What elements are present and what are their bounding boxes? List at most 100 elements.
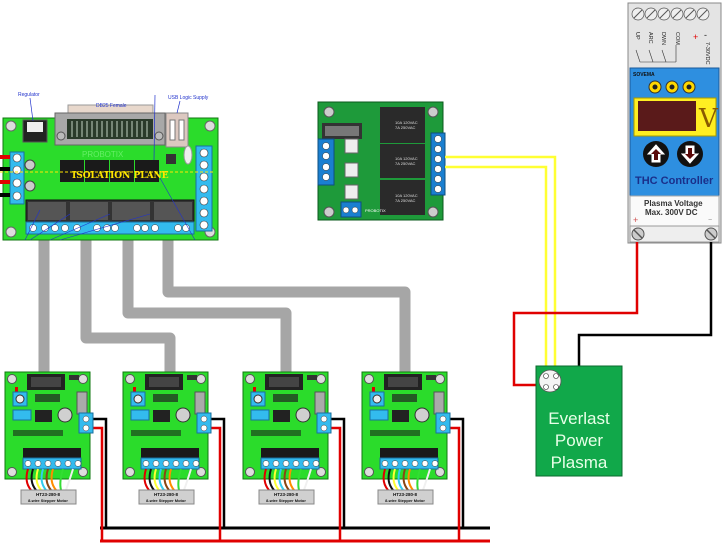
motor-model: HT23-280-8 bbox=[274, 492, 299, 497]
motor-description: 8-wire Stepper Motor bbox=[385, 498, 425, 503]
motor-wires bbox=[263, 468, 312, 491]
breakout-brand: PROBOTIX bbox=[82, 150, 124, 159]
motor-wire bbox=[45, 468, 52, 491]
motor-wire bbox=[382, 468, 389, 491]
motor-wire bbox=[283, 468, 290, 491]
usb-connector bbox=[165, 112, 189, 148]
relay-2: 10A 120VAC 7A 250VAC bbox=[380, 144, 425, 178]
motor-wire bbox=[263, 468, 270, 491]
stepper-driver-3: HT23-280-88-wire Stepper Motor bbox=[242, 371, 346, 541]
motor-wires bbox=[143, 468, 192, 491]
motor-wire bbox=[59, 468, 64, 491]
svg-text:ARC: ARC bbox=[647, 32, 653, 44]
motor-wires bbox=[25, 468, 74, 491]
regulator-label: Regulator bbox=[18, 92, 40, 98]
motor-label-box bbox=[20, 489, 77, 505]
relay-3: 10A 120VAC 7A 250VAC bbox=[380, 180, 425, 215]
driver-black-wire bbox=[331, 417, 346, 528]
driver-power-terminal bbox=[196, 412, 212, 434]
thc-brand: SOVEMA bbox=[633, 72, 655, 78]
motor-wire bbox=[422, 468, 431, 491]
motor-model: HT23-280-8 bbox=[36, 492, 61, 497]
driver-capacitor bbox=[414, 407, 430, 423]
plasma-label-line2: Power bbox=[555, 431, 604, 450]
red-sense-wire bbox=[512, 242, 639, 387]
motor-wire bbox=[288, 468, 295, 491]
motor-description: 8-wire Stepper Motor bbox=[146, 498, 186, 503]
motor-wire bbox=[30, 468, 37, 491]
svg-text:7A 250VAC: 7A 250VAC bbox=[395, 161, 415, 166]
plasma-label-line3: Plasma bbox=[551, 453, 608, 472]
motor-wire bbox=[177, 468, 182, 491]
plasma-label-line1: Everlast bbox=[548, 409, 610, 428]
thc-title: THC Controller bbox=[635, 175, 714, 187]
motor-wire bbox=[416, 468, 421, 491]
motor-label-box bbox=[377, 489, 434, 505]
stepper-driver-2: HT23-280-88-wire Stepper Motor bbox=[122, 371, 226, 541]
driver-dip-switch[interactable] bbox=[130, 409, 150, 421]
driver-capacitor bbox=[57, 407, 73, 423]
voltage-sense-wires bbox=[512, 242, 713, 389]
motor-wire bbox=[278, 468, 285, 491]
motor-wire bbox=[387, 468, 394, 491]
cable-driver-4 bbox=[162, 199, 411, 378]
thc-up-button[interactable] bbox=[643, 141, 669, 167]
svg-text:+: + bbox=[693, 32, 698, 42]
svg-text:DWN: DWN bbox=[660, 32, 666, 45]
driver-motor-terminal bbox=[22, 457, 82, 470]
relay-board: 10A 120VAC 7A 250VAC 10A 120VAC 7A 250VA… bbox=[317, 101, 446, 221]
svg-text:COM: COM bbox=[674, 32, 680, 45]
thc-unit: V bbox=[698, 104, 719, 134]
driver-dip-switch[interactable] bbox=[12, 409, 32, 421]
arc-ok-wires bbox=[445, 155, 557, 373]
driver-dip-switch[interactable] bbox=[250, 409, 270, 421]
motor-label-box bbox=[258, 489, 315, 505]
thc-voltage-line1: Plasma Voltage bbox=[644, 199, 703, 208]
power-bus bbox=[100, 526, 490, 543]
thc-down-button[interactable] bbox=[677, 141, 703, 167]
svg-text:7-30VDC: 7-30VDC bbox=[704, 42, 710, 65]
motor-wire bbox=[407, 468, 414, 491]
svg-text:10A 120VAC: 10A 120VAC bbox=[395, 120, 418, 125]
motor-wire bbox=[168, 468, 175, 491]
driver-black-wire bbox=[211, 417, 226, 528]
power-terminal-block bbox=[9, 151, 25, 205]
driver-power-terminal bbox=[78, 412, 94, 434]
motor-wire bbox=[143, 468, 150, 491]
cable-driver-3 bbox=[122, 199, 292, 378]
usb-label: USB Logic Supply bbox=[168, 95, 209, 101]
stepper-drivers: HT23-280-88-wire Stepper MotorHT23-280-8… bbox=[4, 371, 465, 541]
driver-chip bbox=[23, 448, 81, 458]
driver-red-wire bbox=[93, 426, 104, 541]
svg-text:10A 120VAC: 10A 120VAC bbox=[395, 156, 418, 161]
svg-text:-: - bbox=[704, 30, 707, 40]
cable-driver-2 bbox=[80, 199, 176, 378]
motor-wire bbox=[153, 468, 160, 491]
db25-label: DB25 Female bbox=[96, 103, 127, 109]
motor-wire bbox=[163, 468, 170, 491]
motor-model: HT23-280-8 bbox=[154, 492, 179, 497]
driver-black-wire bbox=[93, 417, 108, 528]
arrow-up-icon bbox=[651, 149, 661, 160]
driver-motor-terminal bbox=[140, 457, 200, 470]
black-sense-wire bbox=[556, 242, 713, 389]
motor-wire bbox=[158, 468, 165, 491]
motor-model: HT23-280-8 bbox=[393, 492, 418, 497]
driver-dip-switch[interactable] bbox=[369, 409, 389, 421]
motor-wire bbox=[397, 468, 404, 491]
everlast-plasma-unit: Everlast Power Plasma bbox=[535, 365, 623, 477]
motor-wire bbox=[65, 468, 74, 491]
driver-chip bbox=[141, 448, 199, 458]
motor-wire bbox=[268, 468, 275, 491]
thc-controller: UP ARC DWN COM + - 7-30VDC SOVEMA V bbox=[627, 2, 722, 244]
motor-description: 8-wire Stepper Motor bbox=[28, 498, 68, 503]
motor-label-box bbox=[138, 489, 195, 505]
motor-description: 8-wire Stepper Motor bbox=[266, 498, 306, 503]
svg-text:7A 250VAC: 7A 250VAC bbox=[395, 125, 415, 130]
driver-red-wire bbox=[450, 426, 461, 541]
motor-wire bbox=[148, 468, 155, 491]
driver-capacitor bbox=[175, 407, 191, 423]
motor-wire bbox=[35, 468, 42, 491]
relay-brand: PROBOTIX bbox=[365, 208, 386, 213]
